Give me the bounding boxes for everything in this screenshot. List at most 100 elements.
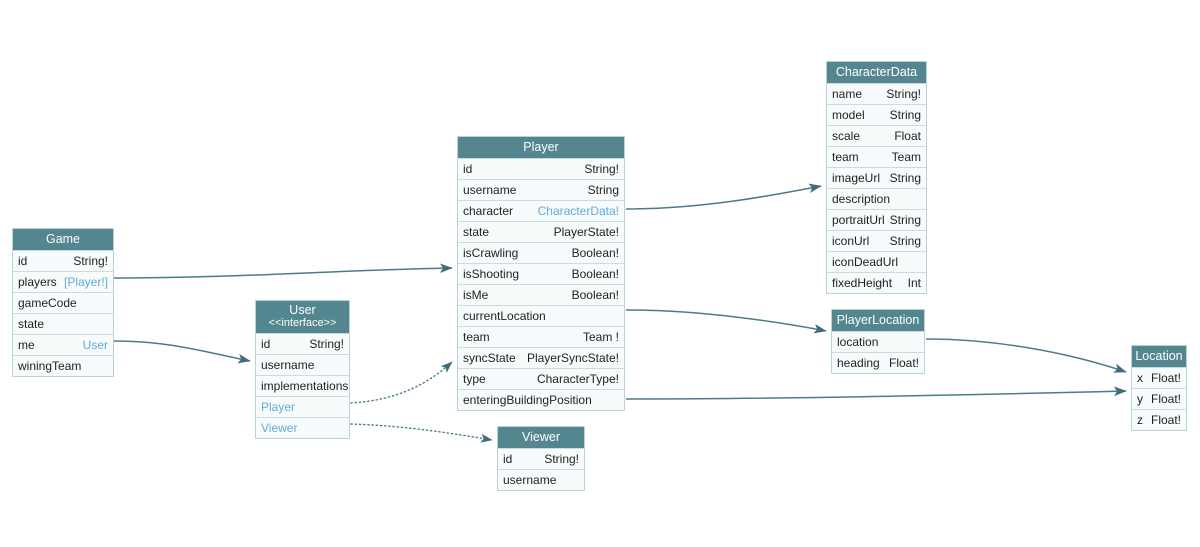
field-name: Player	[261, 400, 296, 414]
field-type: String	[889, 213, 921, 227]
field-row[interactable]: z Float!	[1132, 409, 1186, 430]
field-name: portraitUrl	[832, 213, 885, 227]
field-name: id	[261, 337, 271, 351]
field-name: model	[832, 108, 865, 122]
edge-player-character-to-characterdata	[625, 183, 822, 210]
field-name: type	[463, 372, 486, 386]
field-name: location	[837, 335, 879, 349]
field-type: Boolean!	[571, 246, 619, 260]
field-type: PlayerState!	[553, 225, 619, 239]
field-type: Float!	[1150, 392, 1181, 406]
field-name: username	[261, 358, 315, 372]
field-name: character	[463, 204, 514, 218]
field-row[interactable]: portraitUrl String	[827, 209, 926, 230]
field-name: id	[503, 452, 513, 466]
field-row[interactable]: descriptionString	[827, 188, 926, 209]
field-name: players	[18, 275, 57, 289]
field-row[interactable]: y Float!	[1132, 388, 1186, 409]
field-type: Float!	[1150, 413, 1181, 427]
field-name: winingTeam	[18, 359, 82, 373]
field-row[interactable]: character CharacterData!	[458, 200, 624, 221]
entity-title-user: User<<interface>>	[256, 301, 349, 333]
entity-title-viewer: Viewer	[498, 427, 584, 448]
field-name: iconUrl	[832, 234, 870, 248]
field-type: String	[587, 183, 619, 197]
edge-game-me-to-user	[113, 340, 251, 364]
field-row[interactable]: state PlayerState!	[458, 221, 624, 242]
field-row[interactable]: Player	[256, 396, 349, 417]
field-row[interactable]: gameCodeString!	[13, 292, 113, 313]
field-row[interactable]: iconDeadUrlString	[827, 251, 926, 272]
edge-user-viewer-impl	[350, 423, 493, 443]
entity-title-player: Player	[458, 137, 624, 158]
entity-playerlocation[interactable]: PlayerLocationlocationLocation!headingFl…	[831, 309, 925, 374]
field-type: Boolean!	[571, 288, 619, 302]
field-name: implementations	[261, 379, 349, 393]
field-row[interactable]: winingTeamTeam	[13, 355, 113, 376]
edge-player-currentlocation-to-playerlocation	[625, 309, 827, 334]
field-row[interactable]: id String!	[256, 333, 349, 354]
field-type: String!	[886, 87, 921, 101]
entity-title-playerlocation: PlayerLocation	[832, 310, 924, 331]
field-row[interactable]: locationLocation!	[832, 331, 924, 352]
field-type: CharacterData!	[537, 204, 619, 218]
field-row[interactable]: implementations	[256, 375, 349, 396]
field-type: Team !	[582, 330, 619, 344]
field-name: scale	[832, 129, 861, 143]
field-row[interactable]: iconUrl String	[827, 230, 926, 251]
entity-user[interactable]: User<<interface>> id String! usernameString…	[255, 300, 350, 439]
field-row[interactable]: team Team !	[458, 326, 624, 347]
field-name: gameCode	[18, 296, 77, 310]
field-row[interactable]: syncState PlayerSyncState!	[458, 347, 624, 368]
field-row[interactable]: Viewer	[256, 417, 349, 438]
field-type: Team	[891, 150, 921, 164]
field-name: x	[1137, 371, 1143, 385]
field-type: PlayerSyncState!	[526, 351, 619, 365]
field-name: z	[1137, 413, 1143, 427]
field-name: me	[18, 338, 35, 352]
entity-game[interactable]: GameidString!players[Player!]gameCodeStr…	[12, 228, 114, 377]
field-row[interactable]: players[Player!]	[13, 271, 113, 292]
field-name: state	[463, 225, 490, 239]
field-name: state	[18, 317, 45, 331]
field-type: String!	[309, 337, 344, 351]
entity-title-characterdata: CharacterData	[827, 62, 926, 83]
field-name: y	[1137, 392, 1143, 406]
field-row[interactable]: stateGameState!	[13, 313, 113, 334]
field-row[interactable]: currentLocationPlayerLocation!	[458, 305, 624, 326]
field-type: String	[889, 234, 921, 248]
edge-player-enteringbuildingposition-to-location	[625, 386, 1127, 400]
field-type: Float	[894, 129, 921, 143]
field-name: username	[503, 473, 557, 487]
field-name: imageUrl	[832, 171, 881, 185]
field-type: Float!	[888, 356, 919, 370]
field-name: fixedHeight	[832, 276, 893, 290]
field-row[interactable]: enteringBuildingPositionLocation	[458, 389, 624, 410]
field-name: syncState	[463, 351, 516, 365]
field-name: team	[463, 330, 490, 344]
field-row[interactable]: scale Float	[827, 125, 926, 146]
